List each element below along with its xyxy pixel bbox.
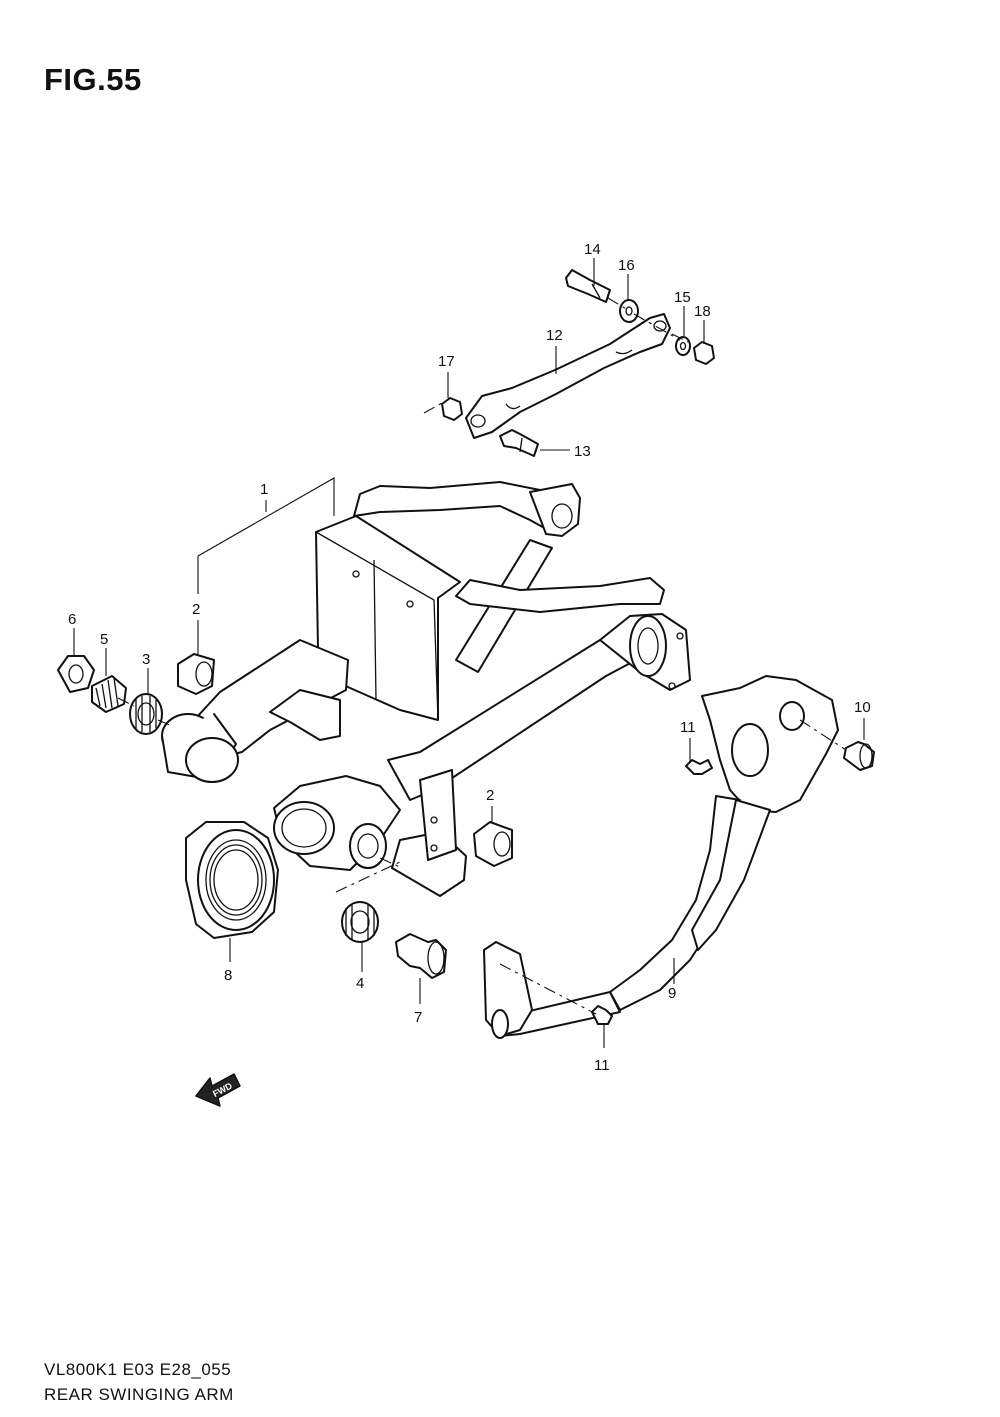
torque-link-assembly [441, 269, 715, 457]
callout-16: 16 [618, 257, 635, 274]
callout-2-left: 2 [192, 601, 200, 618]
callout-9: 9 [668, 985, 676, 1002]
bracket-9 [483, 675, 839, 1039]
callout-11-lower: 11 [594, 1057, 610, 1074]
bolt-11-upper [685, 759, 713, 775]
torque-link-hole-front [470, 414, 486, 428]
bolt-13 [499, 429, 539, 457]
callout-2-right: 2 [486, 787, 494, 804]
callout-6: 6 [68, 611, 76, 628]
pivot-shaft-5 [91, 675, 127, 713]
bolt-11-lower [591, 1005, 613, 1025]
bearing-3 [129, 693, 163, 735]
callout-1: 1 [260, 481, 268, 498]
nut-6 [57, 655, 95, 693]
torque-link-hole-rear [653, 320, 667, 332]
bushing-2-left [177, 653, 215, 695]
leader-lines [73, 258, 865, 1048]
callout-5: 5 [100, 631, 108, 648]
bolt-14 [565, 269, 611, 303]
pivot-bolt-7 [395, 933, 447, 979]
callout-15: 15 [674, 289, 691, 306]
swinging-arm [161, 481, 691, 897]
callout-3: 3 [142, 651, 150, 668]
model-code: VL800K1 E03 E28_055 [44, 1360, 232, 1379]
callout-14: 14 [584, 241, 601, 258]
nut-18 [693, 341, 715, 365]
washer-15 [675, 336, 691, 356]
callout-11-upper: 11 [680, 719, 696, 736]
nut-17 [441, 397, 463, 421]
seal-8 [185, 821, 279, 939]
callout-13: 13 [574, 443, 591, 460]
torque-link [465, 313, 671, 439]
callout-4: 4 [356, 975, 364, 992]
callout-10: 10 [854, 699, 871, 716]
bolt-10 [843, 741, 875, 771]
washer-16 [619, 299, 639, 323]
bearing-4 [341, 901, 379, 943]
bushing-2-right [473, 821, 513, 867]
callout-17: 17 [438, 353, 455, 370]
callout-8: 8 [224, 967, 232, 984]
fwd-arrow-icon: FWD [195, 1073, 241, 1107]
callout-18: 18 [694, 303, 711, 320]
callout-12: 12 [546, 327, 563, 344]
figure-title: FIG.55 [44, 62, 142, 97]
callout-7: 7 [414, 1009, 422, 1026]
figure-name: REAR SWINGING ARM [44, 1385, 234, 1404]
